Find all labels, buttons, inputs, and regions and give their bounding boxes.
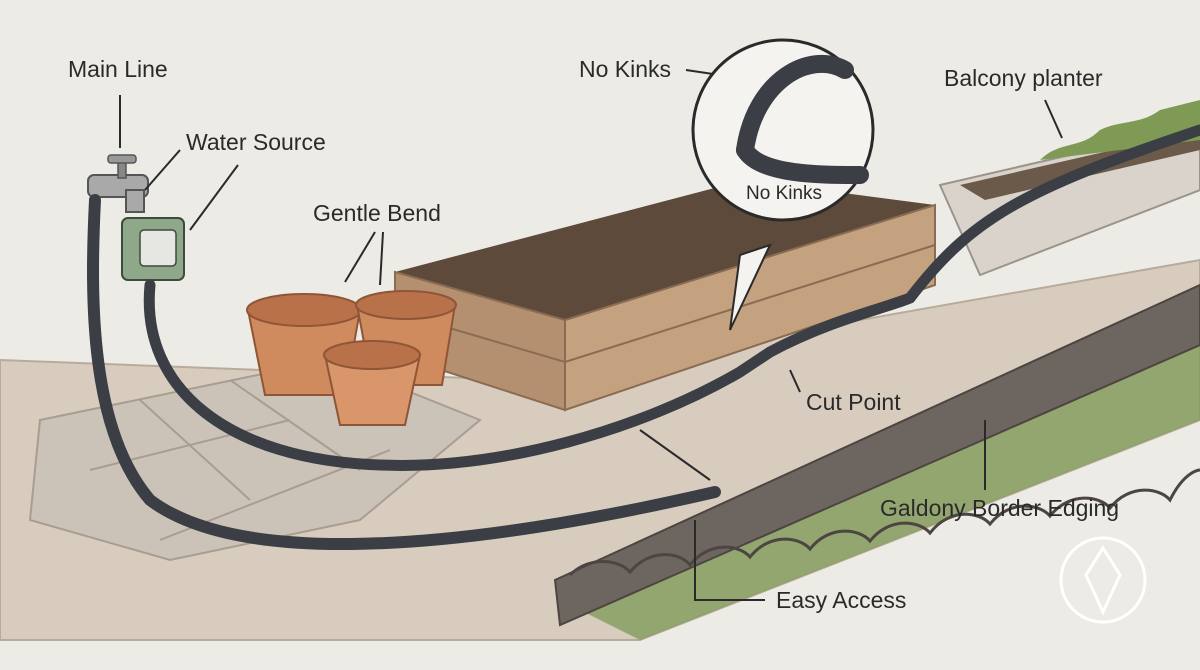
label-no-kinks: No Kinks (579, 56, 672, 82)
label-border-edging: Galdony Border Edging (880, 495, 1120, 521)
branch-hose (143, 124, 1200, 471)
terracotta-pots (246, 290, 457, 426)
no-kinks-magnifier (691, 38, 875, 331)
label-no-kinks-inset: No Kinks (746, 183, 823, 204)
label-water-source: Water Source (186, 129, 326, 155)
balcony-planter (938, 100, 1200, 277)
label-easy-access: Easy Access (776, 587, 907, 613)
water-timer (121, 217, 185, 281)
faucet (87, 154, 149, 213)
hose-lines (87, 124, 1200, 551)
logo-badge-icon (1059, 536, 1147, 624)
border-edging (553, 283, 1200, 627)
label-main-line: Main Line (68, 56, 168, 82)
label-gentle-bend: Gentle Bend (313, 200, 441, 226)
paving-lines (89, 379, 391, 541)
label-cut-point: Cut Point (806, 389, 901, 415)
label-balcony-planter: Balcony planter (944, 65, 1103, 91)
main-hose (87, 194, 721, 551)
